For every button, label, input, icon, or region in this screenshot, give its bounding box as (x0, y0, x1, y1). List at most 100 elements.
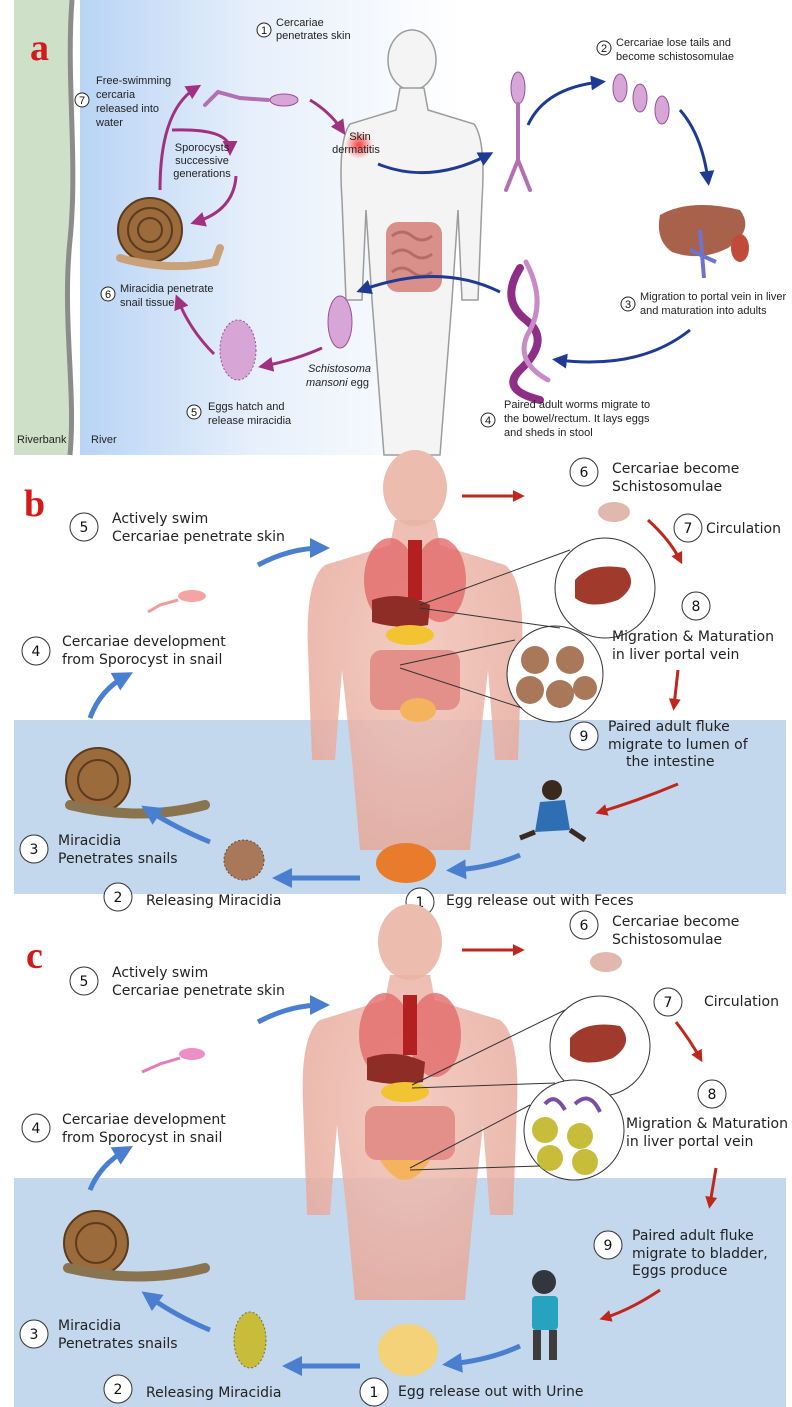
step-b6-number: 6 (580, 465, 589, 481)
egg-feces-b (376, 843, 436, 883)
panel-c-label: c (26, 935, 43, 977)
sporocyst-label-1: Sporocysts (175, 142, 230, 154)
step-b9-text-2: migrate to lumen of (608, 737, 749, 753)
step-a1-text-2: penetrates skin (276, 30, 351, 42)
panel-c: c (14, 904, 788, 1407)
step-a4-text-1: Paired adult worms migrate to (504, 399, 650, 411)
step-c3-text-2: Penetrates snails (58, 1336, 178, 1352)
step-b5-number: 5 (80, 520, 89, 536)
step-b9-text-3: the intestine (626, 754, 714, 770)
step-b6-text-2: Schistosomulae (612, 479, 722, 495)
step-b8-number: 8 (692, 599, 701, 615)
step-a2-number: 2 (601, 43, 607, 55)
miracidium-a (220, 320, 256, 380)
step-c9-text-3: Eggs produce (632, 1263, 727, 1279)
step-a2-text-1: Cercariae lose tails and (616, 37, 731, 49)
step-a7-text-1: Free-swimming (96, 75, 171, 87)
step-c8-number: 8 (708, 1087, 717, 1103)
step-c6-text-1: Cercariae become (612, 914, 739, 930)
step-a5-text-1: Eggs hatch and (208, 401, 284, 413)
step-c1-text-1: Egg release out with Urine (398, 1384, 583, 1400)
step-a1-text-1: Cercariae (276, 17, 324, 29)
step-c9-number: 9 (604, 1238, 613, 1254)
step-c8-text-1: Migration & Maturation (626, 1116, 788, 1132)
step-a2-text-2: become schistosomulae (616, 51, 734, 63)
sporocyst-label-2: successive (175, 155, 229, 167)
step-b2-number: 2 (114, 890, 123, 906)
step-a3-text-1: Migration to portal vein in liver (640, 291, 786, 303)
step-c6-text-2: Schistosomulae (612, 932, 722, 948)
panel-a-label: a (30, 27, 49, 69)
step-c6-number: 6 (580, 918, 589, 934)
step-a6-number: 6 (105, 289, 111, 301)
egg-label-line2: mansoni egg (306, 377, 369, 389)
dermatitis-label: dermatitis (332, 144, 380, 156)
step-a4-text-3: and sheds in stool (504, 427, 593, 439)
step-c2-number: 2 (114, 1382, 123, 1398)
step-b1-text-1: Egg release out with Feces (446, 893, 634, 909)
step-b9-text-1: Paired adult fluke (608, 719, 730, 735)
step-c3-text-1: Miracidia (58, 1318, 121, 1334)
step-c3-number: 3 (30, 1327, 39, 1343)
cercaria-b (148, 600, 178, 612)
miracidium-c (234, 1312, 266, 1368)
step-c2-text-1: Releasing Miracidia (146, 1385, 281, 1401)
step-a6-text-2: snail tissue (120, 297, 174, 309)
step-a7-text-2: cercaria (96, 89, 136, 101)
schistosomulae-c (590, 952, 622, 972)
step-a5-text-2: release miracidia (208, 415, 292, 427)
step-b3-number: 3 (30, 842, 39, 858)
panel-b: b (14, 450, 786, 916)
miracidium-b (224, 840, 264, 880)
step-a4-number: 4 (485, 415, 491, 427)
step-c7-text-1: Circulation (704, 994, 779, 1010)
cercaria-b-head (178, 590, 206, 602)
step-c7-number: 7 (664, 995, 673, 1011)
egg-a (328, 296, 352, 348)
step-b4-number: 4 (32, 644, 41, 660)
step-c8-text-2: in liver portal vein (626, 1134, 753, 1150)
step-c4-text-2: from Sporocyst in snail (62, 1130, 222, 1146)
river-label: River (91, 434, 117, 446)
step-c5-text-2: Cercariae penetrate skin (112, 983, 285, 999)
arrow-b-to-paired (674, 670, 678, 706)
panel-a: a Riverbank River (14, 0, 786, 455)
step-b3-text-2: Penetrates snails (58, 851, 178, 867)
skin-label: Skin (349, 131, 370, 143)
step-a7-text-4: water (95, 117, 123, 129)
step-a3-number: 3 (625, 299, 631, 311)
step-b4-text-1: Cercariae development (62, 634, 226, 650)
step-c5-number: 5 (80, 974, 89, 990)
step-b8-text-1: Migration & Maturation (612, 629, 774, 645)
arrow-b-to-body (258, 548, 322, 565)
step-c9-text-1: Paired adult fluke (632, 1228, 754, 1244)
sporocyst-label-3: generations (173, 168, 231, 180)
step-b4-text-2: from Sporocyst in snail (62, 652, 222, 668)
step-b3-text-1: Miracidia (58, 833, 121, 849)
step-c9-text-2: migrate to bladder, (632, 1246, 768, 1262)
step-a5-number: 5 (191, 407, 197, 419)
cercaria-c-head (179, 1048, 205, 1060)
step-c4-text-1: Cercariae development (62, 1112, 226, 1128)
egg-label-italic-1: Schistosoma (308, 363, 371, 375)
step-b7-number: 7 (684, 521, 693, 537)
panel-b-label: b (24, 483, 45, 525)
step-a3-text-2: and maturation into adults (640, 305, 767, 317)
arrow-c-to-body (258, 1005, 322, 1022)
step-a7-number: 7 (79, 95, 85, 107)
step-b8-text-2: in liver portal vein (612, 647, 739, 663)
step-b6-text-1: Cercariae become (612, 461, 739, 477)
step-a4-text-2: the bowel/rectum. It lays eggs (504, 413, 650, 425)
step-c5-text-1: Actively swim (112, 965, 208, 981)
step-b9-number: 9 (580, 729, 589, 745)
step-b5-text-1: Actively swim (112, 511, 208, 527)
cercaria-c (142, 1058, 180, 1072)
step-c4-number: 4 (32, 1121, 41, 1137)
egg-urine-c (378, 1324, 438, 1376)
step-b5-text-2: Cercariae penetrate skin (112, 529, 285, 545)
arrow-c-to-circulation (676, 1022, 700, 1058)
step-a1-number: 1 (261, 25, 267, 37)
step-a7-text-3: released into (96, 103, 159, 115)
schistosomulae-b (598, 502, 630, 522)
